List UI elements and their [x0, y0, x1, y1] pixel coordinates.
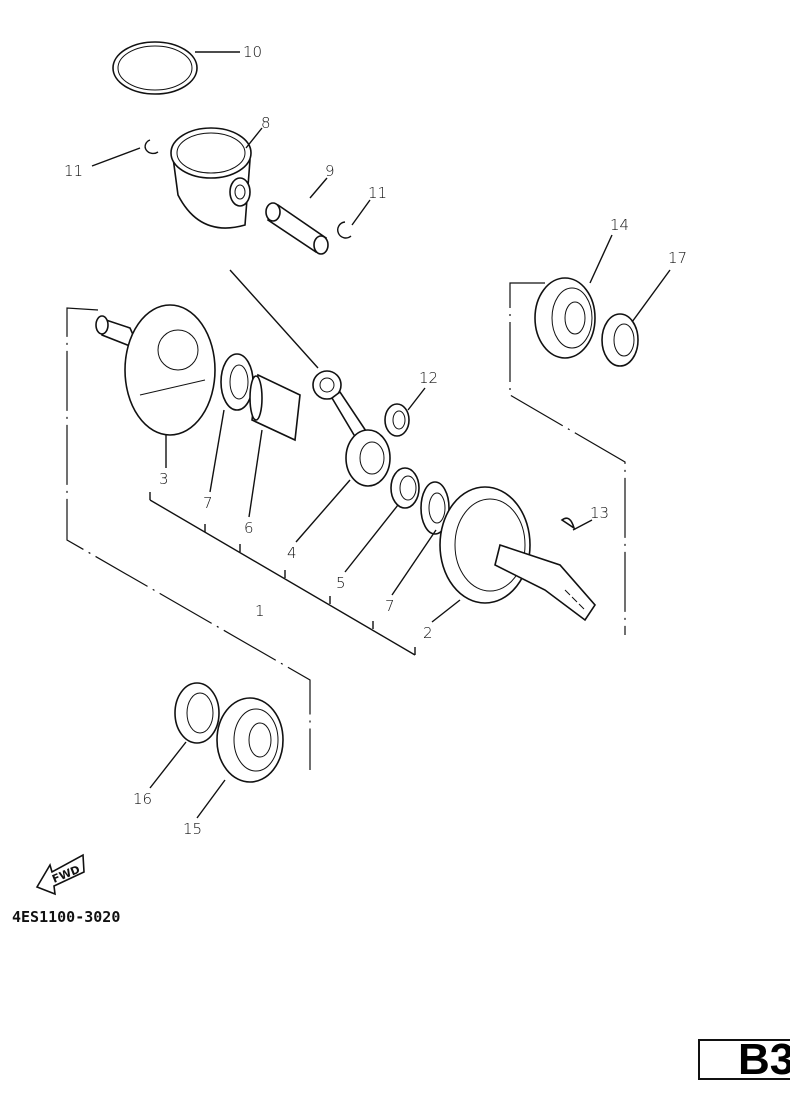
- woodruff-key: [560, 517, 576, 530]
- part-code: 4ES1100-3020: [12, 908, 121, 926]
- callout-6: 6: [244, 519, 254, 537]
- bearing-left: [216, 697, 284, 783]
- circlip-right: [337, 221, 352, 239]
- callout-4: 4: [287, 544, 297, 562]
- page-id-box: B3: [698, 1035, 790, 1084]
- crank-right: [439, 486, 597, 622]
- thrust-washer-right: [420, 481, 450, 535]
- callout-1: 1: [255, 602, 265, 620]
- circlip-left: [144, 139, 159, 155]
- callout-2: 2: [423, 624, 433, 642]
- callout-10: 10: [243, 43, 262, 61]
- piston: [170, 127, 252, 229]
- callout-13: 13: [590, 504, 609, 522]
- callout-11-right: 11: [368, 184, 387, 202]
- piston-ring: [112, 41, 198, 95]
- oil-seal-right: [601, 313, 639, 367]
- crank-left: [95, 304, 216, 436]
- callout-8: 8: [261, 114, 271, 132]
- forward-label: FWD: [50, 863, 82, 886]
- piston-pin: [265, 202, 329, 255]
- needle-bearing-big-end: [390, 467, 420, 509]
- callout-14: 14: [610, 216, 629, 234]
- callout-15: 15: [183, 820, 202, 838]
- callout-17: 17: [668, 249, 687, 267]
- callout-16: 16: [133, 790, 152, 808]
- connecting-rod: [312, 370, 391, 487]
- callout-7-right: 7: [385, 597, 395, 615]
- callout-7-left: 7: [203, 494, 213, 512]
- forward-arrow-icon: FWD: [35, 853, 85, 896]
- callout-11-left: 11: [64, 162, 83, 180]
- crank-pin: [249, 373, 301, 442]
- bearing-right: [534, 277, 596, 359]
- thrust-washer-left: [220, 353, 254, 411]
- needle-bearing-small-end: [384, 403, 410, 437]
- callout-9: 9: [325, 162, 335, 180]
- leader-lines: [91, 51, 671, 819]
- callout-12: 12: [419, 369, 438, 387]
- page-id: B3: [738, 1035, 790, 1084]
- assembly-brackets: [66, 269, 626, 770]
- callout-3: 3: [159, 470, 169, 488]
- oil-seal-left: [174, 682, 220, 744]
- callout-5: 5: [336, 574, 346, 592]
